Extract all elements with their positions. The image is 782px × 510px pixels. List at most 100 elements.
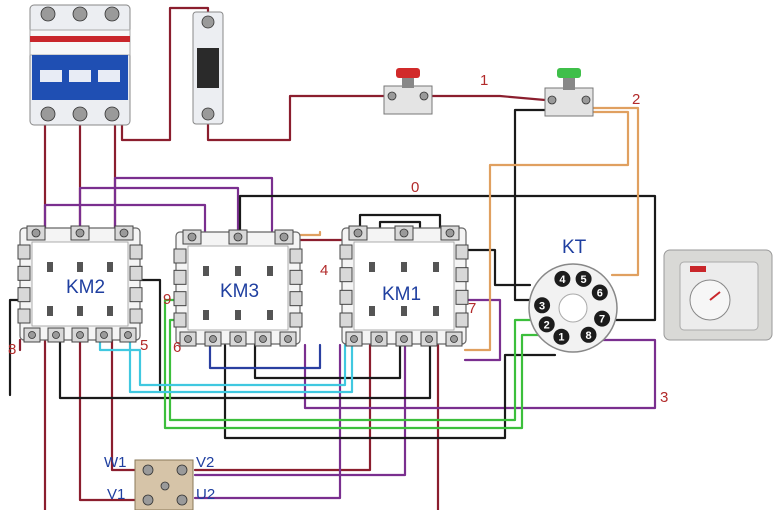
- contactor-km3-right-aux-terminal: [289, 312, 303, 328]
- terminal-u2-screw: [176, 494, 188, 506]
- terminal-v2-screw: [176, 464, 188, 476]
- contactor-km2-left-aux-terminal: [17, 308, 31, 324]
- wire-black-km3-mid: [253, 343, 402, 380]
- timer-pin-label: 4: [559, 274, 566, 286]
- contactor-km2-right-aux-terminal: [129, 265, 143, 281]
- contactor-km2-contact-slot: [107, 262, 113, 272]
- contactor-km1-left-aux-terminal: [339, 312, 353, 328]
- contactor-km1-contact-slot: [433, 262, 439, 272]
- stop-pushbutton-stem: [402, 76, 414, 88]
- motor-label-w1: W1: [104, 454, 127, 471]
- contactor-km1-right-aux-terminal: [455, 267, 469, 283]
- wire-purple-km1-v2: [193, 343, 407, 477]
- contactor-km2-left-aux-terminal: [17, 265, 31, 281]
- wire-label-5: 5: [140, 337, 148, 354]
- contactor-km3-top-screw: [233, 232, 243, 242]
- contactor-km2-bottom-screw: [28, 331, 36, 339]
- contactor-km2-bottom-screw: [52, 331, 60, 339]
- contactor-km2-contact-slot: [77, 306, 83, 316]
- wire-red-km2-mid: [78, 338, 142, 502]
- timer-pin-7: [594, 310, 611, 327]
- wire-purple-3: [303, 338, 657, 410]
- contactor-km3-left-aux-terminal: [173, 291, 187, 307]
- contactors: [17, 225, 469, 347]
- contactor-km3-contact-slot: [235, 310, 241, 320]
- terminal-w1-screw: [142, 464, 154, 476]
- contactor-km3-left-aux-terminal: [173, 312, 187, 328]
- wire-black-km1-top2: [378, 220, 422, 234]
- contactor-km1-right-aux-terminal: [455, 289, 469, 305]
- contactor-km1-left-aux-terminal: [339, 244, 353, 260]
- contactor-km2: [17, 225, 143, 343]
- wire-orange-start: [463, 110, 630, 352]
- motor-terminal-box: [134, 459, 194, 510]
- contactor-km2-right-aux-terminal: [129, 308, 143, 324]
- main-breaker-top-screw-2: [72, 6, 88, 22]
- wire-black-start: [513, 108, 550, 302]
- stop-pushbutton-screw-2: [419, 91, 429, 101]
- main-breaker-handle-1: [40, 70, 62, 82]
- wire-purple-top-2: [78, 186, 240, 234]
- contactor-km2-contact-slot: [47, 262, 53, 272]
- wire-label-4: 4: [320, 262, 328, 279]
- wires: [8, 6, 657, 510]
- main-breaker-bottom-screw-1: [40, 106, 56, 122]
- contactor-km2-contact-slot: [107, 306, 113, 316]
- wire-cyan-1: [98, 338, 347, 387]
- contactor-km3-right-aux-terminal: [289, 248, 303, 264]
- contactor-km3-contact-slot: [267, 266, 273, 276]
- wire-black-km1-top: [358, 213, 442, 234]
- wire-orange-km3: [293, 230, 322, 237]
- contactor-km3-contact-slot: [203, 266, 209, 276]
- contactor-km3-contact-slot: [235, 266, 241, 276]
- contactor-km3-bottom-screw: [209, 335, 217, 343]
- main-breaker-top-screw-3: [104, 6, 120, 22]
- contactor-km1-bottom-screw: [350, 335, 358, 343]
- main-breaker: [29, 4, 131, 126]
- wire-label-1: 1: [480, 72, 488, 89]
- wire-purple-right: [463, 298, 502, 362]
- km2-label: KM2: [66, 277, 105, 298]
- wire-label-7: 7: [468, 300, 476, 317]
- contactor-km3-left-aux-terminal: [173, 269, 187, 285]
- contactor-km1-contact-slot: [369, 306, 375, 316]
- timer-pin-label: 5: [581, 274, 587, 286]
- wire-green-1: [163, 298, 542, 430]
- contactor-km1: [339, 225, 469, 347]
- timer-pin-label: 6: [597, 288, 603, 300]
- contactor-km2-bottom-screw: [76, 331, 84, 339]
- motor-label-v1: V1: [107, 486, 125, 503]
- control-breaker-bottom-screw: [201, 107, 215, 121]
- timer-pin-3: [534, 297, 551, 314]
- timer-pin-label: 8: [585, 330, 591, 342]
- terminal-v1-screw: [142, 494, 154, 506]
- wire-label-8: 8: [8, 341, 16, 358]
- contactor-km1-contact-slot: [433, 306, 439, 316]
- contactor-km2-right-aux-terminal: [129, 244, 143, 260]
- contactor-km3-bottom-screw: [184, 335, 192, 343]
- kt-label: KT: [562, 237, 587, 258]
- start-pushbutton-stem: [563, 78, 575, 90]
- timer-pin-1: [553, 328, 570, 345]
- wire-orange-2: [590, 106, 640, 277]
- wire-label-6: 6: [173, 339, 181, 356]
- contactor-km2-left-aux-terminal: [17, 244, 31, 260]
- contactor-km3-top-screw: [279, 232, 289, 242]
- contactor-km3-bottom-screw: [259, 335, 267, 343]
- timer-pin-2: [538, 316, 555, 333]
- wire-black-bottom-1: [58, 338, 432, 400]
- control-breaker: [192, 11, 224, 125]
- stop-pushbutton: [383, 68, 433, 115]
- wire-cyan-2: [128, 338, 354, 394]
- contactor-km1-top-screw: [445, 228, 455, 238]
- motor-label-u2: U2: [196, 486, 215, 503]
- contactor-km2-left-aux-terminal: [17, 287, 31, 303]
- contactor-km1-bottom-screw: [450, 335, 458, 343]
- wire-label-3: 3: [660, 389, 668, 406]
- wire-blue-1: [208, 343, 322, 370]
- main-breaker-handle-2: [69, 70, 91, 82]
- main-breaker-handle-3: [98, 70, 120, 82]
- start-pushbutton-cap: [557, 68, 581, 78]
- wire-label-9: 9: [163, 291, 171, 308]
